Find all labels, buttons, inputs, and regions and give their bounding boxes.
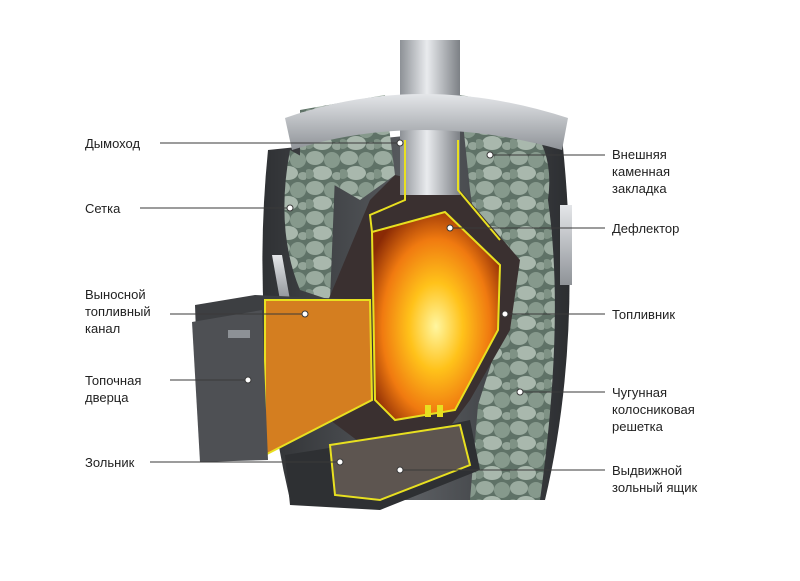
leader-lines <box>140 142 605 471</box>
label-outer-stones: Внешняя каменная закладка <box>612 147 670 196</box>
label-cast-iron-grate: Чугунная колосниковая решетка <box>612 385 695 434</box>
label-chimney: Дымоход <box>85 136 141 151</box>
label-remote-fuel-channel: Выносной топливный канал <box>85 287 151 336</box>
label-firebox-door: Топочная дверца <box>85 373 142 405</box>
label-mesh: Сетка <box>85 201 121 216</box>
label-deflector: Дефлектор <box>612 221 680 236</box>
label-ash-drawer: Выдвижной зольный ящик <box>612 463 698 495</box>
label-ash-pit: Зольник <box>85 455 135 470</box>
leader-dots <box>244 139 524 474</box>
label-firebox: Топливник <box>612 307 676 322</box>
